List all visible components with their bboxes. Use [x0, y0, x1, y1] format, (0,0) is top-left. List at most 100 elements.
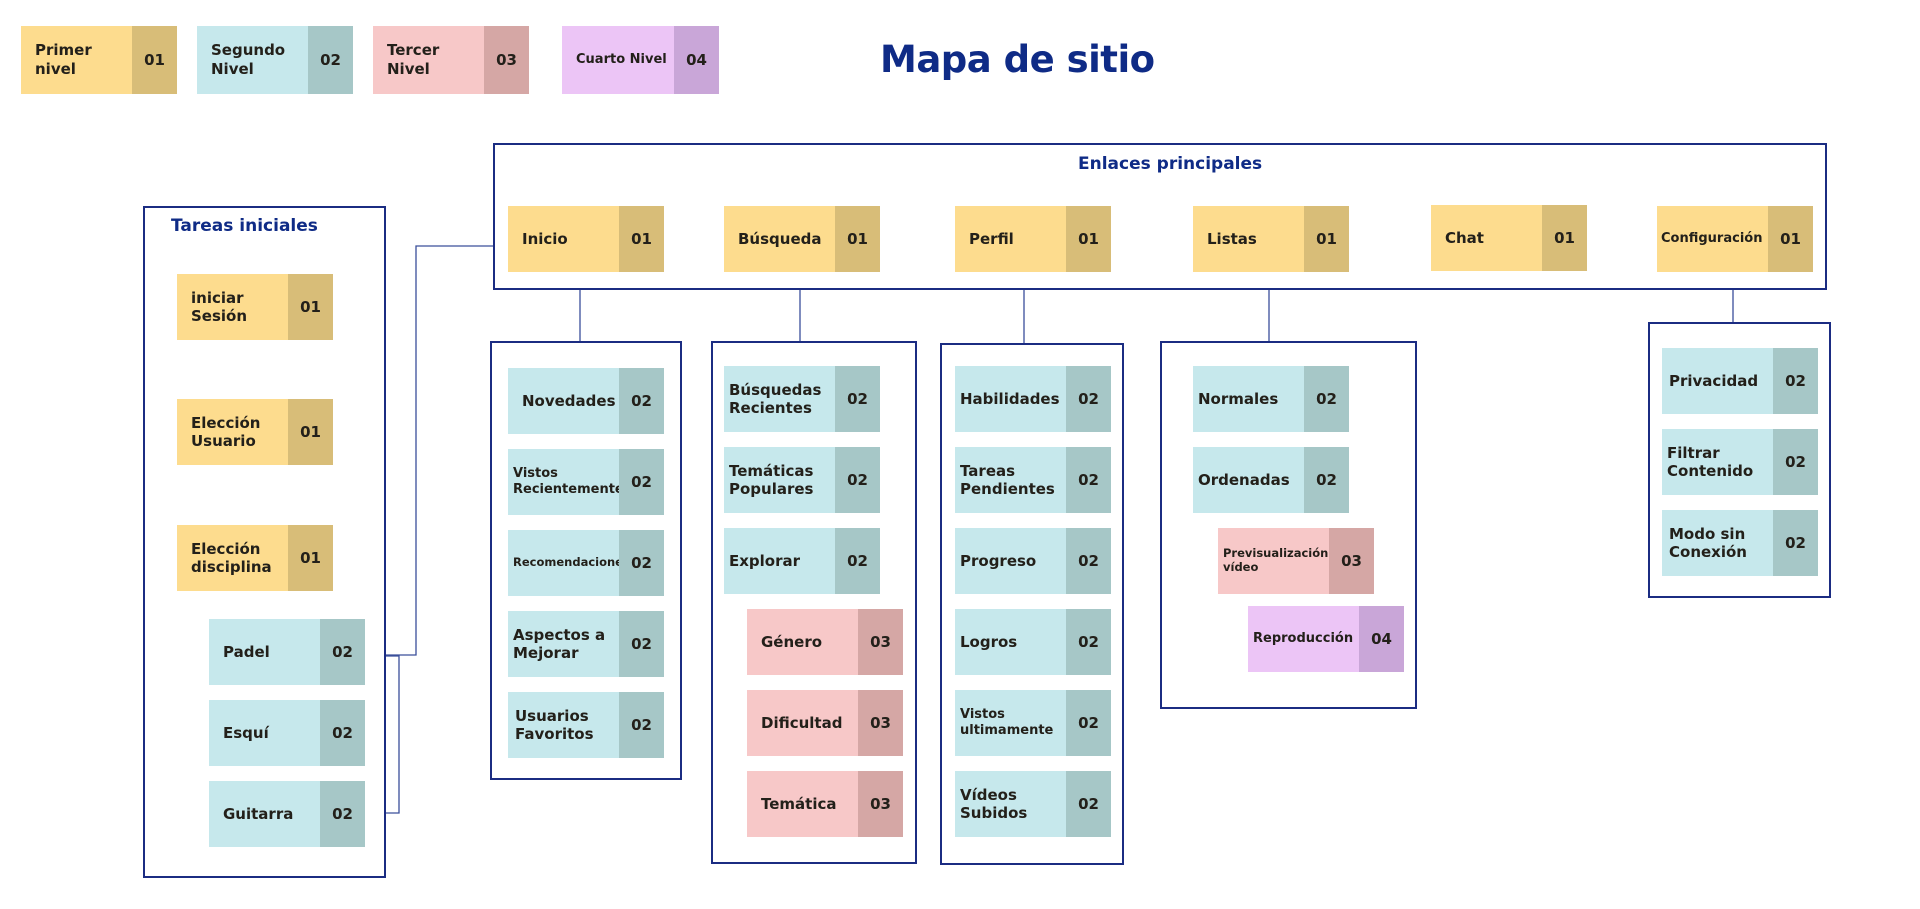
node-label: Filtrar Contenido [1662, 429, 1773, 495]
legend-item-level-3: Tercer Nivel 03 [373, 26, 529, 94]
node-label: Búsqueda [724, 206, 835, 272]
legend-label: Cuarto Nivel [562, 26, 674, 94]
node-label: Temática [747, 771, 858, 837]
node-label: Modo sin Conexión [1662, 510, 1773, 576]
node-label: Habilidades [955, 366, 1066, 432]
node-reproduccion: Reproducción 04 [1248, 606, 1404, 672]
node-label: Dificultad [747, 690, 858, 756]
node-number: 01 [288, 525, 333, 591]
node-number: 02 [1066, 771, 1111, 837]
legend-label: Segundo Nivel [197, 26, 308, 94]
node-number: 02 [1773, 510, 1818, 576]
node-chat: Chat 01 [1431, 205, 1587, 271]
node-label: Chat [1431, 205, 1542, 271]
node-habilidades: Habilidades 02 [955, 366, 1111, 432]
node-label: Privacidad [1662, 348, 1773, 414]
node-novedades: Novedades 02 [508, 368, 664, 434]
node-label: iniciar Sesión [177, 274, 288, 340]
node-normales: Normales 02 [1193, 366, 1349, 432]
node-padel: Padel 02 [209, 619, 365, 685]
node-label: Tareas Pendientes [955, 447, 1066, 513]
node-number: 02 [320, 619, 365, 685]
node-label: Previsualización vídeo [1218, 528, 1329, 594]
node-iniciar-sesion: iniciar Sesión 01 [177, 274, 333, 340]
node-label: Elección disciplina [177, 525, 288, 591]
node-modo-sin-conexion: Modo sin Conexión 02 [1662, 510, 1818, 576]
node-number: 02 [1066, 366, 1111, 432]
node-label: Progreso [955, 528, 1066, 594]
node-number: 03 [858, 771, 903, 837]
node-number: 01 [1066, 206, 1111, 272]
node-guitarra: Guitarra 02 [209, 781, 365, 847]
node-tematica: Temática 03 [747, 771, 903, 837]
node-number: 02 [619, 530, 664, 596]
node-esqui: Esquí 02 [209, 700, 365, 766]
node-number: 02 [619, 368, 664, 434]
node-label: Vistos ultimamente [955, 690, 1066, 756]
node-aspectos-mejorar: Aspectos a Mejorar 02 [508, 611, 664, 677]
node-vistos-recientemente: Vistos Recientemente 02 [508, 449, 664, 515]
node-number: 02 [320, 781, 365, 847]
node-logros: Logros 02 [955, 609, 1111, 675]
node-number: 01 [1304, 206, 1349, 272]
legend-number: 02 [308, 26, 353, 94]
node-label: Usuarios Favoritos [508, 692, 619, 758]
node-busqueda: Búsqueda 01 [724, 206, 880, 272]
node-number: 01 [835, 206, 880, 272]
legend-item-level-1: Primer nivel 01 [21, 26, 177, 94]
node-label: Elección Usuario [177, 399, 288, 465]
node-number: 03 [858, 690, 903, 756]
node-label: Inicio [508, 206, 619, 272]
node-genero: Género 03 [747, 609, 903, 675]
node-label: Aspectos a Mejorar [508, 611, 619, 677]
node-label: Padel [209, 619, 320, 685]
node-number: 03 [858, 609, 903, 675]
legend-number: 04 [674, 26, 719, 94]
node-ordenadas: Ordenadas 02 [1193, 447, 1349, 513]
node-filtrar-contenido: Filtrar Contenido 02 [1662, 429, 1818, 495]
node-progreso: Progreso 02 [955, 528, 1111, 594]
node-number: 01 [619, 206, 664, 272]
legend-label: Tercer Nivel [373, 26, 484, 94]
node-number: 01 [1542, 205, 1587, 271]
node-number: 02 [619, 449, 664, 515]
node-number: 02 [835, 366, 880, 432]
node-number: 04 [1359, 606, 1404, 672]
page-title: Mapa de sitio [880, 38, 1155, 81]
node-perfil: Perfil 01 [955, 206, 1111, 272]
node-number: 03 [1329, 528, 1374, 594]
legend-number: 01 [132, 26, 177, 94]
node-number: 02 [619, 611, 664, 677]
node-videos-subidos: Vídeos Subidos 02 [955, 771, 1111, 837]
node-inicio: Inicio 01 [508, 206, 664, 272]
node-vistos-ultimamente: Vistos ultimamente 02 [955, 690, 1111, 756]
node-label: Temáticas Populares [724, 447, 835, 513]
legend-number: 03 [484, 26, 529, 94]
legend-label: Primer nivel [21, 26, 132, 94]
node-number: 02 [1066, 609, 1111, 675]
node-previsualizacion-video: Previsualización vídeo 03 [1218, 528, 1374, 594]
node-number: 02 [1304, 366, 1349, 432]
node-eleccion-usuario: Elección Usuario 01 [177, 399, 333, 465]
node-number: 02 [835, 447, 880, 513]
node-configuracion: Configuración 01 [1657, 206, 1813, 272]
frame-enlaces-principales [493, 143, 1827, 290]
node-usuarios-favoritos: Usuarios Favoritos 02 [508, 692, 664, 758]
node-number: 01 [288, 274, 333, 340]
node-label: Guitarra [209, 781, 320, 847]
node-number: 02 [619, 692, 664, 758]
node-explorar: Explorar 02 [724, 528, 880, 594]
node-number: 02 [320, 700, 365, 766]
node-label: Explorar [724, 528, 835, 594]
node-label: Logros [955, 609, 1066, 675]
node-label: Perfil [955, 206, 1066, 272]
node-number: 02 [1304, 447, 1349, 513]
node-dificultad: Dificultad 03 [747, 690, 903, 756]
node-busquedas-recientes: Búsquedas Recientes 02 [724, 366, 880, 432]
node-tematicas-populares: Temáticas Populares 02 [724, 447, 880, 513]
node-privacidad: Privacidad 02 [1662, 348, 1818, 414]
node-label: Reproducción [1248, 606, 1359, 672]
node-label: Normales [1193, 366, 1304, 432]
node-number: 02 [1066, 528, 1111, 594]
node-tareas-pendientes: Tareas Pendientes 02 [955, 447, 1111, 513]
